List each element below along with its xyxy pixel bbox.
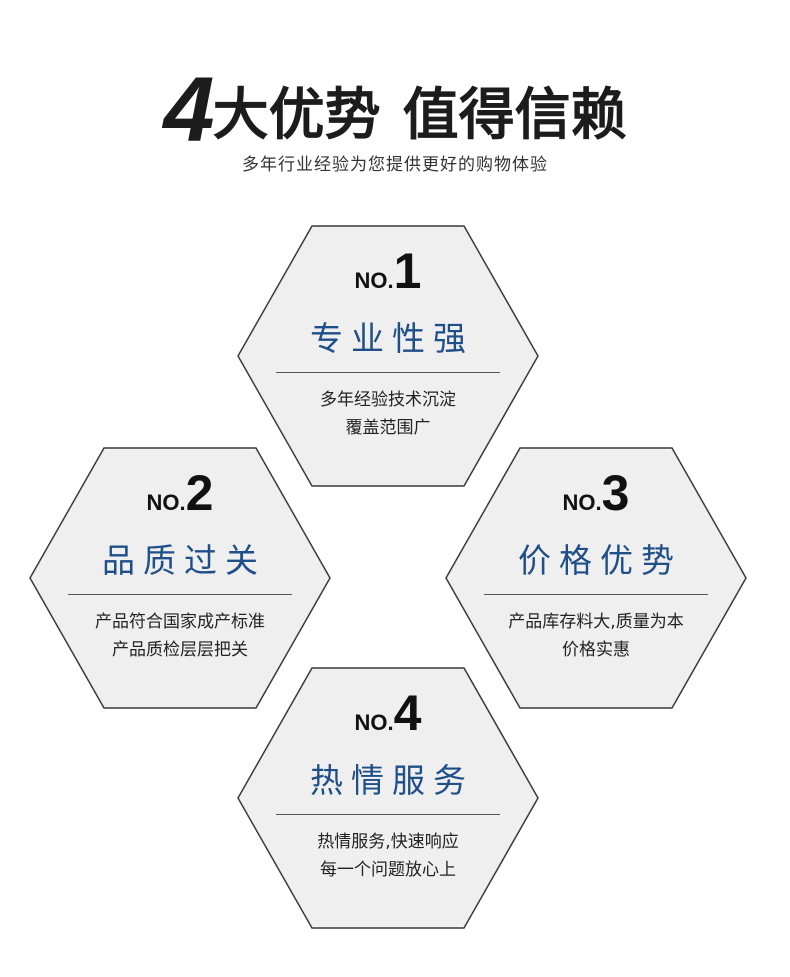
- feature-card-4: NO.4 热情服务 热情服务,快速响应 每一个问题放心上: [236, 666, 540, 930]
- headline: 4大优势值得信赖: [0, 58, 790, 163]
- hexagon-shape: [237, 667, 539, 929]
- feature-number: NO.2: [146, 465, 214, 521]
- subtitle: 多年行业经验为您提供更好的购物体验: [242, 155, 548, 175]
- feature-description: 多年经验技术沉淀 覆盖范围广: [320, 390, 456, 438]
- feature-card-2: NO.2 品质过关 产品符合国家成产标准 产品质检层层把关: [28, 446, 332, 710]
- feature-number: NO.1: [354, 243, 422, 299]
- divider: [68, 594, 292, 595]
- feature-title: 价格优势: [518, 541, 682, 580]
- feature-number: NO.3: [562, 465, 630, 521]
- feature-description: 产品库存料大,质量为本 价格实惠: [508, 612, 684, 660]
- headline-number: 4: [163, 59, 214, 161]
- feature-card-3: NO.3 价格优势 产品库存料大,质量为本 价格实惠: [444, 446, 748, 710]
- hexagon-shape: [445, 447, 747, 709]
- divider: [276, 372, 500, 373]
- feature-title: 品质过关: [102, 541, 266, 580]
- divider: [276, 814, 500, 815]
- feature-description: 热情服务,快速响应 每一个问题放心上: [317, 832, 459, 880]
- feature-description: 产品符合国家成产标准 产品质检层层把关: [95, 612, 265, 660]
- hexagon-shape: [237, 225, 539, 487]
- feature-title: 热情服务: [310, 761, 474, 800]
- feature-title: 专业性强: [310, 319, 474, 358]
- divider: [484, 594, 708, 595]
- feature-card-1: NO.1 专业性强 多年经验技术沉淀 覆盖范围广: [236, 224, 540, 488]
- headline-part2: 值得信赖: [402, 83, 627, 148]
- hexagon-shape: [29, 447, 331, 709]
- feature-number: NO.4: [354, 685, 422, 741]
- headline-part1: 大优势: [212, 83, 381, 148]
